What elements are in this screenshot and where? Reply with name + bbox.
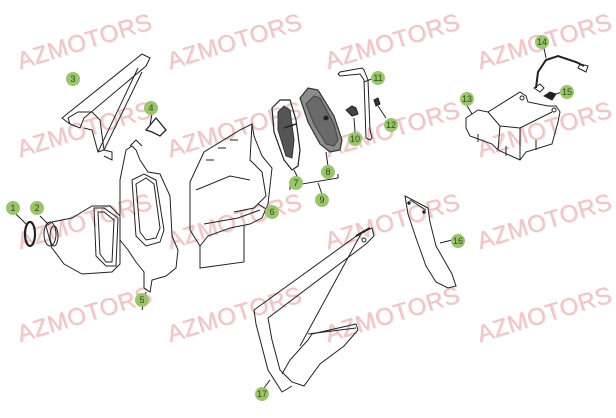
part-2-intake-boot <box>39 205 121 275</box>
part-12-plug <box>373 97 387 119</box>
callout-part-1[interactable]: 1 <box>6 201 20 215</box>
callout-part-7[interactable]: 7 <box>289 176 303 190</box>
callout-part-2[interactable]: 2 <box>30 201 44 215</box>
callout-part-8[interactable]: 8 <box>321 165 335 179</box>
part-10-valve <box>345 105 359 133</box>
part-1-clamp <box>15 213 37 248</box>
part-6-airbox <box>189 123 273 269</box>
callout-part-14[interactable]: 14 <box>535 35 549 49</box>
part-7-filter-cage <box>271 99 301 179</box>
part-8-air-filter <box>299 87 343 167</box>
part-5-intake-duct <box>119 139 179 311</box>
callout-part-16[interactable]: 16 <box>451 234 465 248</box>
callout-part-15[interactable]: 15 <box>560 85 574 99</box>
part-11-rod <box>337 67 375 141</box>
part-4-clip <box>144 113 167 137</box>
part-13-mount-bracket <box>465 91 561 161</box>
callout-part-6[interactable]: 6 <box>265 205 279 219</box>
callout-part-9[interactable]: 9 <box>315 193 329 207</box>
part-16-side-plate <box>404 195 457 289</box>
callout-part-12[interactable]: 12 <box>384 118 398 132</box>
callout-part-10[interactable]: 10 <box>348 132 362 146</box>
part-9-bracket-line <box>289 174 339 195</box>
part-14-strap <box>533 47 589 93</box>
callout-part-4[interactable]: 4 <box>144 101 158 115</box>
part-17-side-cover <box>253 227 375 393</box>
part-3-side-panel <box>61 53 151 161</box>
callout-part-17[interactable]: 17 <box>255 387 269 401</box>
callout-part-3[interactable]: 3 <box>66 72 80 86</box>
callout-part-13[interactable]: 13 <box>460 92 474 106</box>
callout-part-11[interactable]: 11 <box>371 71 385 85</box>
callout-part-5[interactable]: 5 <box>135 293 149 307</box>
